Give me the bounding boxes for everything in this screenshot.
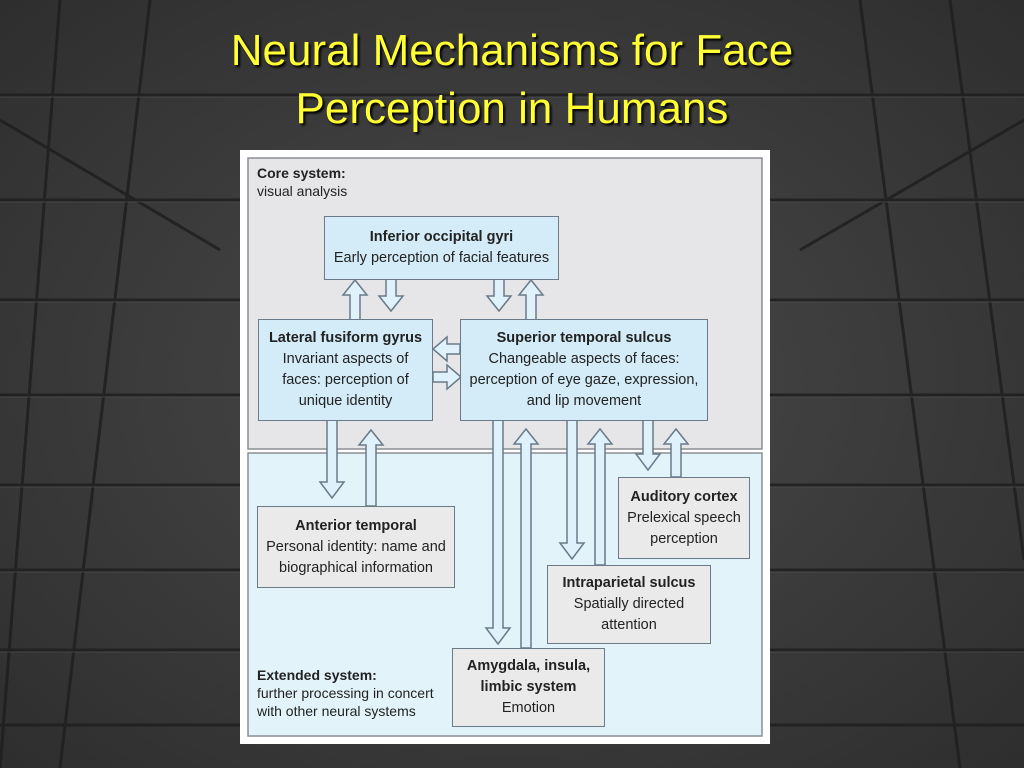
node-title: Intraparietal sulcus [562, 575, 696, 591]
slide-title: Neural Mechanisms for Face Perception in… [0, 22, 1024, 138]
node-description: Prelexical speech [627, 509, 741, 526]
node-inferior-occipital: Inferior occipital gyri Early perception… [324, 216, 559, 280]
extended-system-label: Extended system: further processing in c… [257, 666, 434, 720]
node-title: Amygdala, insula, [466, 658, 591, 674]
arrow-sulcus-to-occipital [517, 278, 545, 321]
node-description: perception [650, 530, 718, 547]
node-description: Invariant aspects of [282, 351, 409, 367]
node-title: Superior temporal sulcus [496, 330, 672, 346]
arrow-amygdala-to-sulcus [512, 427, 540, 649]
node-intraparietal-sulcus: Intraparietal sulcus Spatially directed … [547, 565, 711, 644]
node-description: and lip movement [526, 393, 642, 409]
node-description: Changeable aspects of faces: [488, 351, 680, 367]
node-title: Inferior occipital gyri [369, 229, 514, 245]
node-title: Auditory cortex [630, 488, 738, 505]
extended-system-heading: Extended system: [257, 667, 377, 683]
node-description: unique identity [298, 393, 393, 409]
face-perception-figure: Core system: visual analysis Extended sy… [240, 150, 770, 744]
node-anterior-temporal: Anterior temporal Personal identity: nam… [257, 506, 455, 588]
node-description: biographical information [279, 559, 433, 576]
node-description: Emotion [501, 700, 556, 716]
arrow-fusiform-to-sulcus [432, 363, 463, 391]
node-description: Spatially directed [573, 596, 685, 612]
slide-title-line-2: Perception in Humans [295, 84, 729, 133]
arrow-sulcus-to-intraparietal [558, 419, 586, 561]
extended-system-line-2: with other neural systems [257, 703, 416, 719]
arrow-sulcus-to-auditory [634, 419, 662, 472]
slide-title-line-1: Neural Mechanisms for Face [230, 26, 794, 75]
node-description: attention [601, 617, 657, 633]
arrow-fusiform-to-anterior [318, 419, 346, 500]
arrow-auditory-to-sulcus [662, 427, 690, 478]
arrow-anterior-to-fusiform [357, 428, 385, 507]
node-description: Personal identity: name and [266, 538, 446, 555]
node-auditory-cortex: Auditory cortex Prelexical speech percep… [618, 477, 750, 559]
node-lateral-fusiform: Lateral fusiform gyrus Invariant aspects… [258, 319, 433, 421]
node-title-continued: limbic system [480, 679, 577, 695]
arrow-sulcus-to-fusiform [431, 335, 461, 363]
arrow-sulcus-to-amygdala [484, 419, 512, 646]
node-description: perception of eye gaze, expression, [469, 372, 699, 388]
node-amygdala-insula-limbic: Amygdala, insula, limbic system Emotion [452, 648, 605, 727]
node-title: Lateral fusiform gyrus [268, 330, 423, 346]
arrow-intraparietal-to-sulcus [586, 427, 614, 566]
node-title: Anterior temporal [295, 517, 417, 534]
core-system-heading: Core system: [257, 165, 346, 181]
node-superior-temporal: Superior temporal sulcus Changeable aspe… [460, 319, 708, 421]
core-system-subheading: visual analysis [257, 183, 348, 199]
arrow-fusiform-to-occipital [341, 278, 369, 321]
node-description: faces: perception of [282, 372, 409, 388]
node-description: Early perception of facial features [333, 250, 550, 266]
core-system-label: Core system: visual analysis [257, 164, 347, 200]
extended-system-line-1: further processing in concert [257, 685, 434, 701]
